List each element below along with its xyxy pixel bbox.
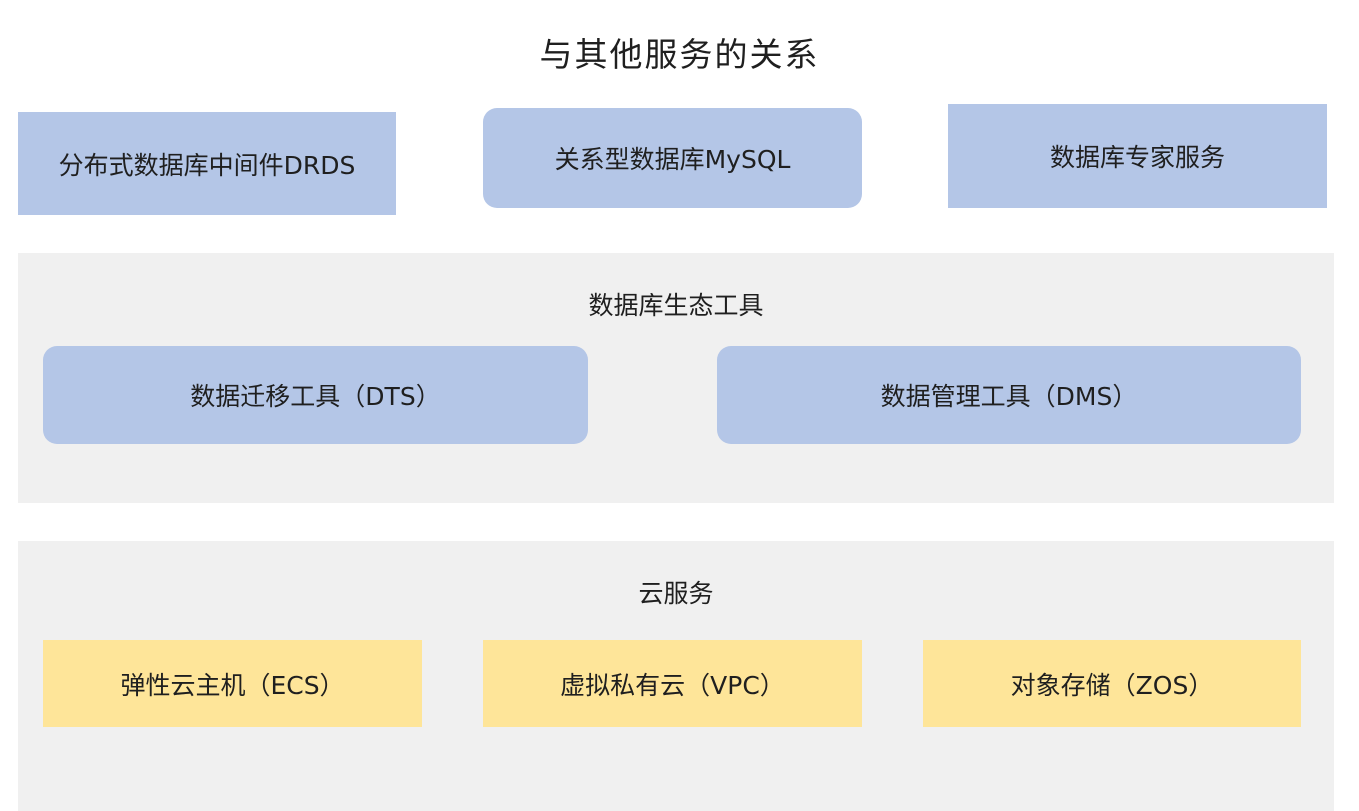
- expert-service-box: 数据库专家服务: [948, 104, 1327, 208]
- zos-box: 对象存储（ZOS）: [923, 640, 1301, 727]
- dms-box: 数据管理工具（DMS）: [717, 346, 1301, 444]
- dms-label: 数据管理工具（DMS）: [880, 382, 1138, 411]
- ecs-label: 弹性云主机（ECS）: [120, 670, 345, 700]
- zos-label: 对象存储（ZOS）: [1010, 670, 1214, 700]
- dts-label: 数据迁移工具（DTS）: [190, 382, 441, 411]
- drds-box: 分布式数据库中间件DRDS: [18, 112, 396, 215]
- ecs-box: 弹性云主机（ECS）: [43, 640, 422, 727]
- diagram-title: 与其他服务的关系: [539, 35, 820, 74]
- ecosystem-title: 数据库生态工具: [588, 291, 764, 320]
- expert-service-label: 数据库专家服务: [1049, 143, 1225, 172]
- vpc-box: 虚拟私有云（VPC）: [483, 640, 862, 727]
- vpc-label: 虚拟私有云（VPC）: [560, 670, 785, 700]
- ecosystem-panel: 数据库生态工具 数据迁移工具（DTS） 数据管理工具（DMS）: [18, 253, 1334, 503]
- mysql-box: 关系型数据库MySQL: [483, 108, 862, 208]
- mysql-label: 关系型数据库MySQL: [554, 145, 791, 174]
- cloud-title: 云服务: [638, 579, 714, 608]
- dts-box: 数据迁移工具（DTS）: [43, 346, 588, 444]
- cloud-panel: 云服务 弹性云主机（ECS） 虚拟私有云（VPC） 对象存储（ZOS）: [18, 541, 1334, 811]
- drds-label: 分布式数据库中间件DRDS: [58, 150, 356, 180]
